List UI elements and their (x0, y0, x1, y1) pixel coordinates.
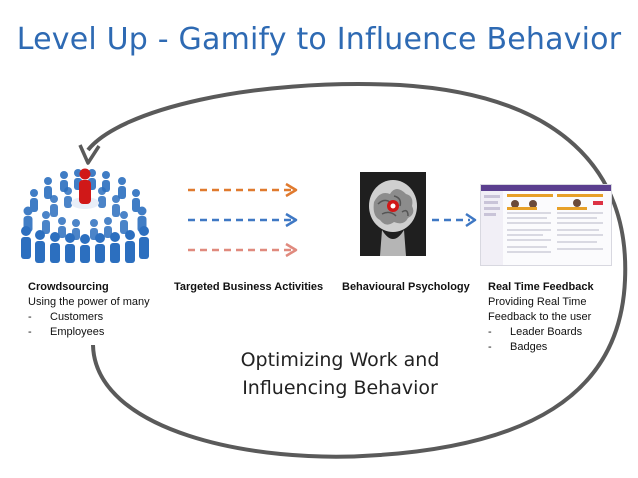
targeted-column: Targeted Business Activities (174, 280, 334, 295)
list-item: -Badges (488, 341, 548, 353)
center-line1: Optimizing Work and (240, 349, 440, 371)
list-item: -Employees (28, 326, 105, 338)
crowd-icon (21, 168, 149, 263)
loop-curve (86, 82, 628, 459)
brain-head-icon (360, 172, 426, 256)
psychology-heading: Behavioural Psychology (342, 281, 470, 293)
dashboard-screenshot-icon (480, 184, 612, 266)
leader-figure-icon (79, 168, 91, 204)
psychology-column: Behavioural Psychology (342, 280, 482, 295)
slide-title: Level Up - Gamify to Influence Behavior (16, 22, 622, 57)
targeted-heading: Targeted Business Activities (174, 281, 324, 293)
center-statement: Optimizing Work and Influencing Behavior (200, 346, 480, 402)
list-item: -Customers (28, 311, 104, 323)
arrow-to-feedback (432, 212, 477, 228)
loop-arrowhead-icon (78, 144, 101, 165)
feedback-heading: Real Time Feedback (488, 281, 594, 293)
feedback-column: Real Time Feedback Providing Real Time F… (488, 280, 628, 355)
crowdsourcing-description: Using the power of many (28, 296, 150, 308)
crowdsourcing-heading: Crowdsourcing (28, 281, 109, 293)
center-line2: Influencing Behavior (242, 377, 438, 399)
feedback-description-line1: Providing Real Time (488, 296, 587, 308)
crowdsourcing-column: Crowdsourcing Using the power of many -C… (28, 280, 178, 340)
list-item: -Leader Boards (488, 326, 583, 338)
feedback-description-line2: Feedback to the user (488, 311, 592, 323)
dashed-arrows (188, 182, 298, 258)
